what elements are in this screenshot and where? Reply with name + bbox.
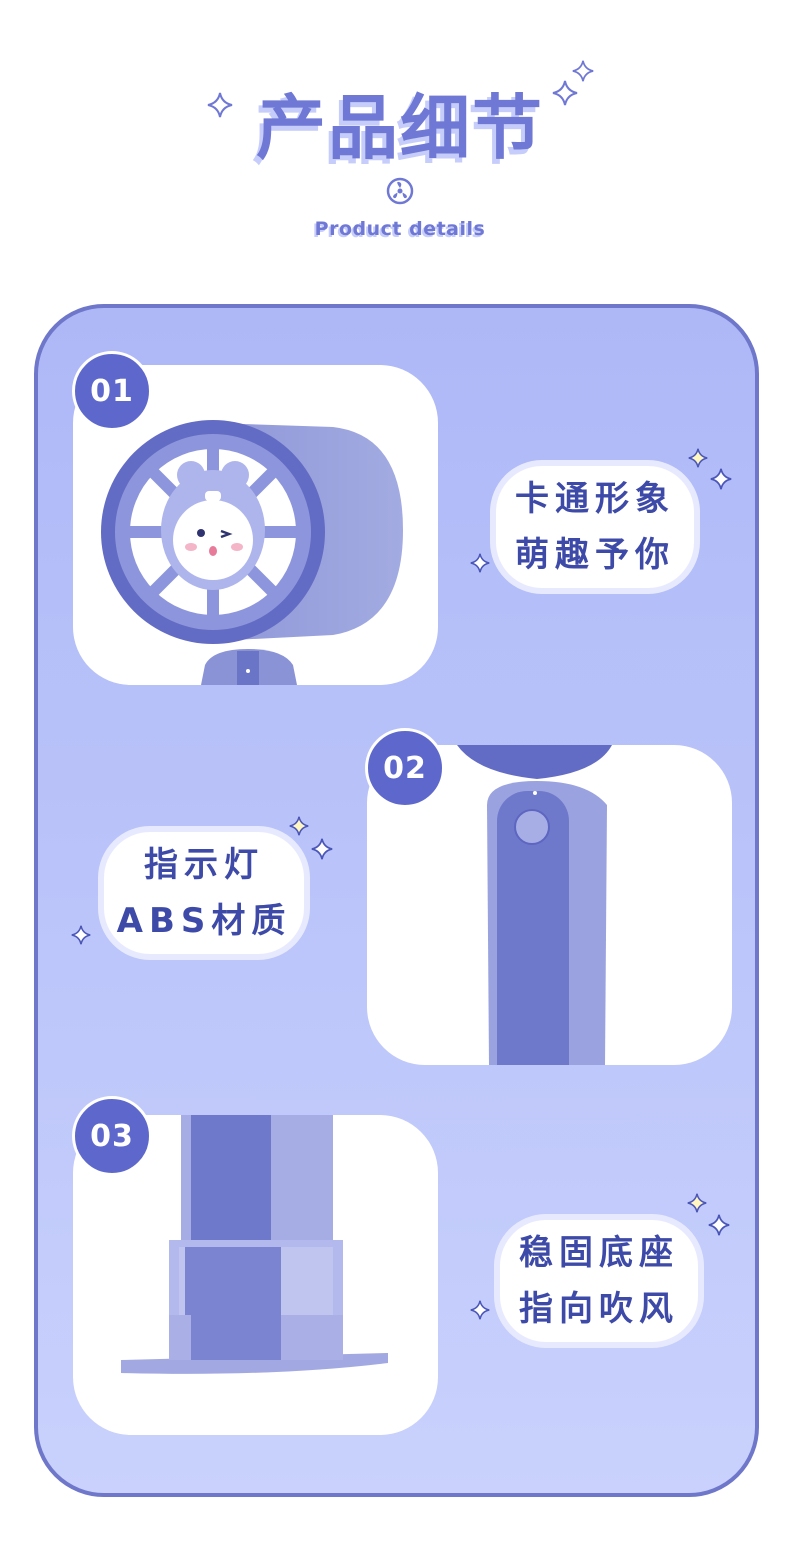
fan-head-illustration [101, 420, 403, 685]
sparkle-icon [688, 448, 708, 468]
sparkle-icon [311, 838, 333, 860]
detail-caption-line: 萌趣予你 [515, 535, 675, 575]
page-title: 产品细节 [256, 87, 544, 169]
detail-caption-line: 指向吹风 [519, 1289, 679, 1329]
detail-number-02: 02 [365, 728, 445, 808]
sparkle-icon [708, 1214, 730, 1236]
sparkle-icon [289, 816, 309, 836]
base-illustration [121, 1115, 388, 1374]
sparkle-icon [552, 80, 578, 106]
page-subtitle: Product details [314, 218, 486, 240]
detail-caption-line: 指示灯 [144, 845, 264, 885]
sparkle-icon [207, 92, 233, 118]
detail-caption-03: 稳固底座 指向吹风 [500, 1220, 698, 1342]
fan-icon [386, 177, 414, 205]
sparkle-icon [470, 1300, 490, 1320]
sparkle-icon [687, 1193, 707, 1213]
detail-caption-01: 卡通形象 萌趣予你 [496, 466, 694, 588]
detail-number-01: 01 [72, 351, 152, 431]
detail-caption-02: 指示灯 ABS材质 [104, 832, 304, 954]
detail-number-03: 03 [72, 1096, 152, 1176]
detail-caption-line: 稳固底座 [519, 1233, 679, 1273]
sparkle-icon [710, 468, 732, 490]
handle-illustration [457, 745, 612, 1065]
detail-photo-01 [73, 365, 438, 685]
detail-caption-line: 卡通形象 [515, 479, 675, 519]
sparkle-icon [470, 553, 490, 573]
sparkle-icon [572, 60, 594, 82]
detail-caption-line: ABS材质 [116, 901, 292, 941]
sparkle-icon [71, 925, 91, 945]
